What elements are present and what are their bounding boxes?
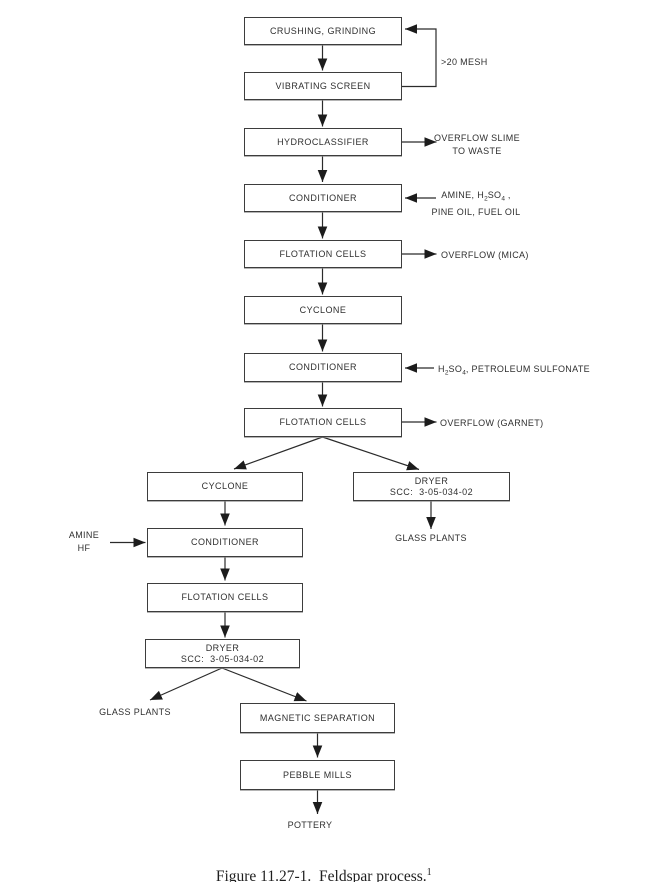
caption-text: Figure 11.27-1. Feldspar process.: [215, 868, 427, 882]
box-label: VIBRATING SCREEN: [275, 80, 371, 91]
box-label: CYCLONE: [299, 304, 347, 315]
label-line: AMINE: [68, 530, 100, 540]
box-conditioner-3: CONDITIONER: [147, 528, 303, 557]
arrow-flotation2-to-cyclone2: [233, 436, 323, 470]
box-label: MAGNETIC SEPARATION: [259, 712, 376, 723]
box-dryer-1: DRYER SCC: 3-05-034-02: [353, 472, 510, 501]
box-label: HYDROCLASSIFIER: [277, 136, 369, 147]
box-flotation-cells-2: FLOTATION CELLS: [244, 408, 402, 437]
label-overflow-garnet: OVERFLOW (GARNET): [440, 418, 544, 428]
label-reagents-1: AMINE, H2SO4 , PINE OIL, FUEL OIL: [430, 189, 522, 219]
box-hydroclassifier: HYDROCLASSIFIER: [244, 128, 402, 156]
label-overflow-mica: OVERFLOW (MICA): [441, 250, 529, 260]
subscript: 4: [501, 195, 506, 203]
box-flotation-cells-3: FLOTATION CELLS: [147, 583, 303, 612]
label-line: PINE OIL, FUEL OIL: [431, 206, 521, 217]
box-label: FLOTATION CELLS: [279, 248, 367, 259]
box-label: DRYER: [205, 642, 240, 653]
box-label: CONDITIONER: [191, 537, 259, 547]
label-glass-plants-left: GLASS PLANTS: [99, 707, 171, 717]
label-line: SO: [448, 364, 463, 374]
box-label: PEBBLE MILLS: [283, 769, 352, 780]
label-pottery: POTTERY: [287, 820, 333, 830]
arrow-dryer2-to-glass-plants: [149, 667, 223, 701]
scc-code: SCC: 3-05-034-02: [180, 653, 265, 664]
box-label: CONDITIONER: [289, 362, 357, 372]
label-overflow-slime: OVERFLOW SLIME TO WASTE: [434, 132, 520, 158]
figure-caption: Figure 11.27-1. Feldspar process.1: [0, 849, 632, 882]
box-cyclone-1: CYCLONE: [244, 296, 402, 324]
box-cyclone-2: CYCLONE: [147, 472, 303, 501]
arrow-dryer2-to-magnetic-separation: [221, 667, 307, 702]
box-conditioner-2: CONDITIONER: [244, 353, 402, 382]
box-crushing-grinding: CRUSHING, GRINDING: [244, 17, 402, 45]
box-magnetic-separation: MAGNETIC SEPARATION: [240, 703, 395, 733]
box-dryer-2: DRYER SCC: 3-05-034-02: [145, 639, 300, 668]
label-line: TO WASTE: [452, 146, 502, 156]
box-label: DRYER: [414, 475, 449, 486]
subscript: 4: [462, 369, 466, 377]
label-glass-plants-right: GLASS PLANTS: [395, 533, 467, 543]
box-vibrating-screen: VIBRATING SCREEN: [244, 72, 402, 100]
label-line: , PETROLEUM SULFONATE: [465, 364, 591, 374]
label-line: H: [438, 364, 445, 374]
recycle-loop-line: [402, 24, 437, 88]
subscript: 2: [484, 195, 488, 203]
box-label: FLOTATION CELLS: [181, 592, 269, 602]
box-pebble-mills: PEBBLE MILLS: [240, 760, 395, 790]
box-label: FLOTATION CELLS: [279, 417, 367, 427]
label-reagents-2: H2SO4, PETROLEUM SULFONATE: [438, 363, 590, 380]
subscript: 2: [444, 369, 449, 377]
label-amine-hf: AMINE HF: [56, 529, 112, 555]
label-line: SO: [487, 190, 502, 200]
box-label: CRUSHING, GRINDING: [269, 25, 377, 36]
box-label: CONDITIONER: [289, 192, 357, 203]
box-conditioner-1: CONDITIONER: [244, 184, 402, 212]
scc-code: SCC: 3-05-034-02: [389, 486, 474, 497]
caption-footnote-superscript: 1: [426, 867, 432, 878]
box-flotation-cells-1: FLOTATION CELLS: [244, 240, 402, 268]
label-line: OVERFLOW SLIME: [434, 133, 520, 143]
arrow-flotation2-to-dryer1: [322, 436, 420, 471]
label-mesh-recycle: >20 MESH: [441, 57, 488, 67]
box-label: CYCLONE: [201, 481, 249, 491]
label-line: AMINE, H: [441, 190, 485, 200]
label-line: ,: [505, 190, 511, 200]
label-line: HF: [77, 543, 91, 553]
